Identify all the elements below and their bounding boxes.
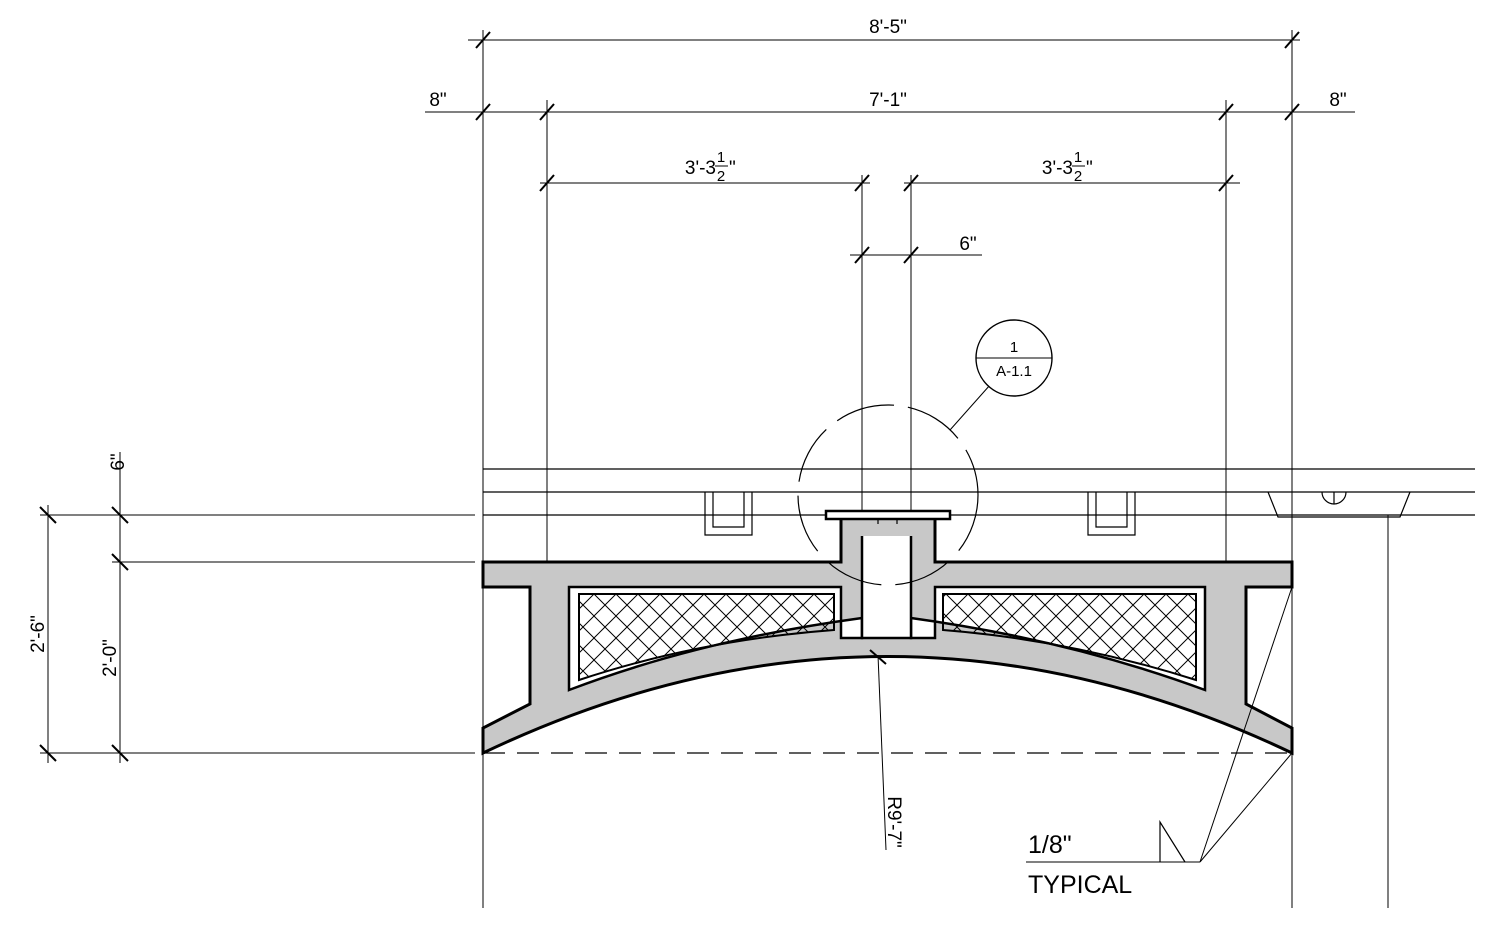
beam-height-label: 2'-0"	[100, 639, 121, 677]
svg-text:": "	[1086, 158, 1093, 179]
svg-text:3'-3: 3'-3	[1042, 158, 1073, 179]
deck-lines	[483, 468, 1475, 516]
svg-text:2: 2	[717, 168, 725, 185]
svg-text:2: 2	[1074, 168, 1082, 185]
weld-note: 1/8" TYPICAL	[1026, 586, 1293, 899]
dimension-height: 6" 2'-6" 2'-0"	[28, 452, 475, 763]
dimension-edge-row: 8" 7'-1" 8"	[425, 90, 1355, 121]
weld-size: 1/8"	[1028, 831, 1072, 859]
svg-text:": "	[729, 158, 736, 179]
inner-width-label: 7'-1"	[869, 90, 907, 111]
channel-clip-left	[704, 492, 753, 536]
detail-sheet: A-1.1	[996, 363, 1032, 380]
end-bracket	[1267, 491, 1411, 518]
left-edge-label: 8"	[429, 90, 446, 111]
right-edge-label: 8"	[1329, 90, 1346, 111]
detail-number: 1	[1010, 339, 1018, 356]
top-offset-label: 6"	[108, 453, 129, 470]
overall-width-label: 8'-5"	[869, 17, 907, 38]
channel-clip-right	[1087, 492, 1136, 536]
right-bay-label: 3'-3 1 2 "	[1042, 149, 1093, 185]
detail-callout: 1 A-1.1	[797, 319, 1053, 586]
center-gap-label: 6"	[959, 234, 976, 255]
weld-label: TYPICAL	[1028, 871, 1132, 899]
radius-dimension: R9'-7"	[869, 649, 904, 851]
arch-radius-label: R9'-7"	[883, 796, 904, 848]
svg-text:3'-3: 3'-3	[685, 158, 716, 179]
insulation-right	[942, 593, 1197, 682]
dimension-bay-row: 3'-3 1 2 " 3'-3 1 2 "	[539, 149, 1240, 192]
left-bay-label: 3'-3 1 2 "	[685, 149, 736, 185]
svg-text:1: 1	[1074, 149, 1082, 166]
overall-height-label: 2'-6"	[28, 615, 49, 653]
insulation-left	[578, 593, 835, 682]
dimension-overall-width: 8'-5"	[468, 17, 1300, 49]
dimension-center-gap: 6"	[850, 234, 982, 264]
svg-text:1: 1	[717, 149, 725, 166]
